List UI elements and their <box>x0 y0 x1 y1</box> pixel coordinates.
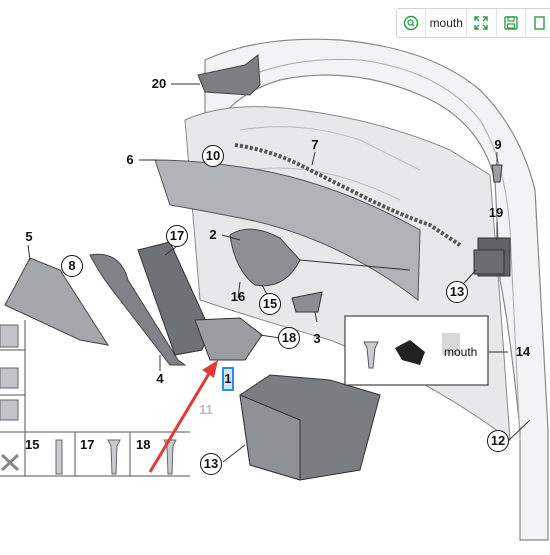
callout-14: 14 <box>515 344 531 359</box>
red-arrow-head <box>202 360 218 378</box>
callout-4: 4 <box>156 371 164 386</box>
callout-3: 3 <box>313 331 321 346</box>
copy-button[interactable] <box>526 9 550 37</box>
callout-9: 9 <box>494 137 502 152</box>
callout-11: 11 <box>199 402 213 417</box>
part-bin-13-front <box>239 394 301 481</box>
callout-15a: 15 <box>259 293 281 315</box>
table-label-18: 18 <box>136 437 151 452</box>
part-handle-upper <box>197 54 261 96</box>
callout-20: 20 <box>151 76 167 91</box>
table-pin-15 <box>55 439 63 475</box>
small-part-c <box>0 399 19 421</box>
table-screw-17 <box>107 439 121 475</box>
save-button[interactable] <box>497 9 526 37</box>
callout-13a: 13 <box>446 281 468 303</box>
callout-1-highlight[interactable]: 1 <box>222 367 234 391</box>
copy-icon <box>534 16 546 30</box>
inset-blur <box>442 333 460 355</box>
save-icon <box>503 16 518 30</box>
inset-screw <box>363 341 379 369</box>
search-text-button[interactable]: mouth <box>426 9 468 37</box>
part-screw-9 <box>491 164 503 183</box>
callout-6: 6 <box>126 152 134 167</box>
part-clip-13-door <box>473 249 505 275</box>
callout-19: 19 <box>488 205 504 220</box>
part-trim-strip <box>154 159 421 301</box>
table-part-x <box>0 453 20 472</box>
part-inner-handle <box>229 228 301 287</box>
expand-button[interactable] <box>467 9 497 37</box>
search-circle-button[interactable] <box>397 9 427 37</box>
small-part-a <box>0 324 19 348</box>
inset-clip <box>395 340 425 365</box>
callout-8: 8 <box>61 255 83 277</box>
red-arrow <box>148 371 212 473</box>
inset-label: mouth <box>444 345 478 359</box>
callout-12: 12 <box>487 430 509 452</box>
table-label-17: 17 <box>80 437 95 452</box>
leader-lines <box>27 83 531 463</box>
callout-5: 5 <box>25 229 33 244</box>
callout-7: 7 <box>311 137 319 152</box>
callout-13b: 13 <box>200 453 222 475</box>
table-label-15: 15 <box>25 437 40 452</box>
part-armrest-4 <box>89 253 187 366</box>
wire-harness <box>234 143 462 247</box>
callout-10: 10 <box>202 145 224 167</box>
search-circle-icon <box>403 15 419 31</box>
floating-toolbar: mouth <box>396 8 550 38</box>
part-pull-handle <box>194 317 263 361</box>
part-cover-5 <box>4 257 110 346</box>
callout-16: 16 <box>230 289 246 304</box>
part-bracket-3 <box>291 291 323 313</box>
expand-icon <box>474 16 489 30</box>
small-part-b <box>0 367 19 389</box>
callout-17a: 17 <box>166 225 188 247</box>
callout-18a: 18 <box>278 327 300 349</box>
callout-2: 2 <box>209 227 217 242</box>
